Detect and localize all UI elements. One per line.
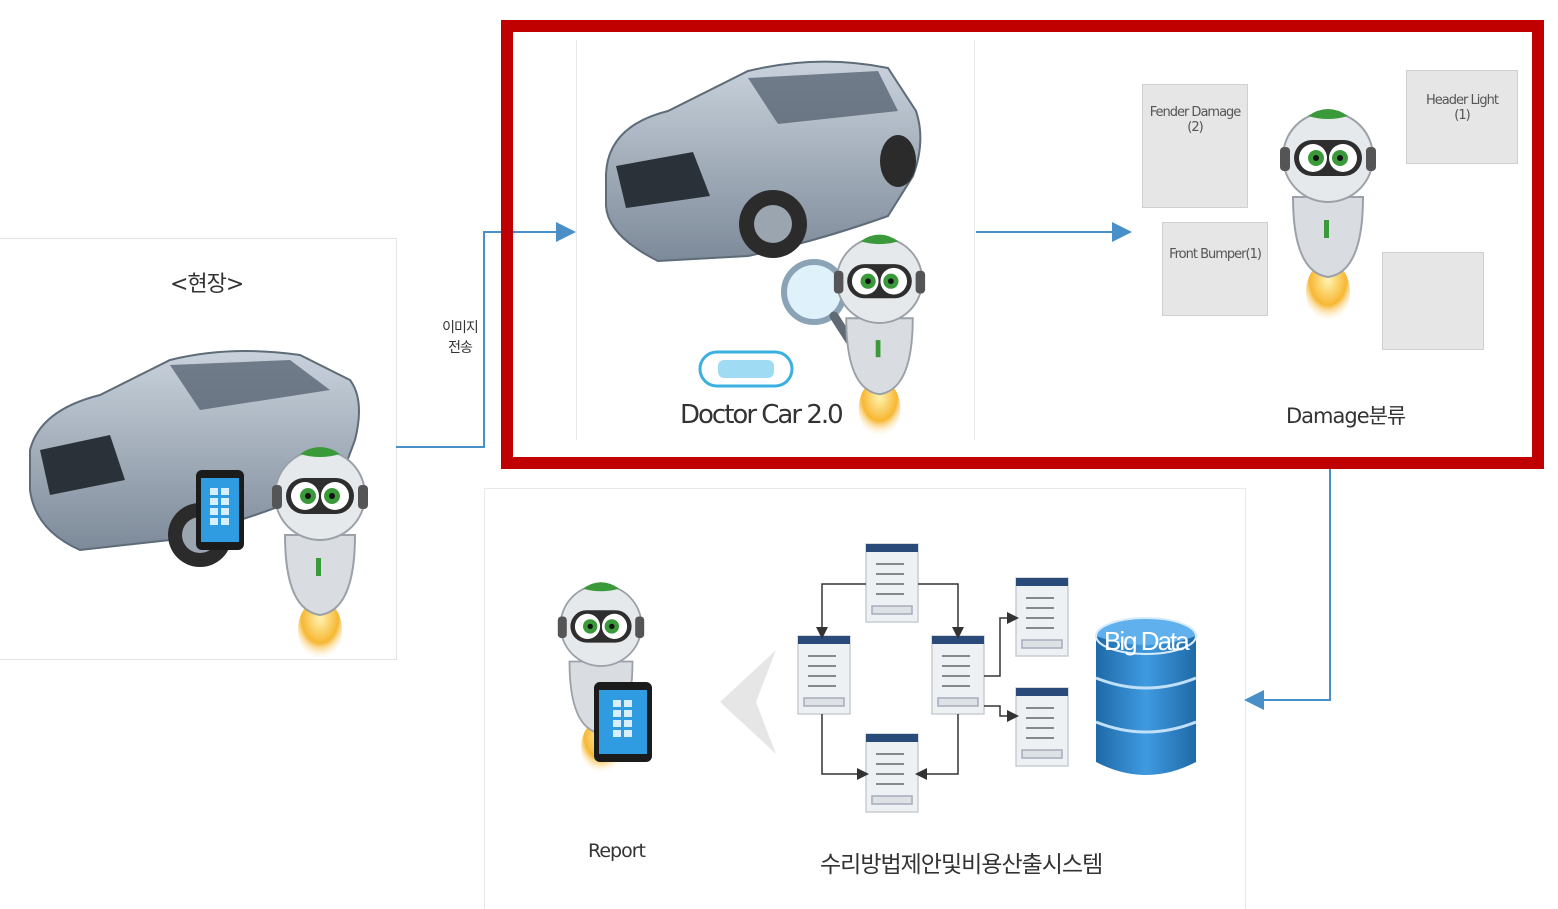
server-icon bbox=[865, 733, 919, 813]
highlight-frame bbox=[501, 20, 1544, 469]
note-line: (1) bbox=[1454, 108, 1470, 123]
server-icon bbox=[797, 635, 851, 715]
robot-doctor bbox=[833, 234, 926, 437]
network-link bbox=[918, 583, 964, 639]
note-line: Header Light bbox=[1426, 93, 1499, 108]
image-send-line: 이미지 bbox=[442, 320, 479, 336]
report-label: Report bbox=[588, 840, 646, 862]
tablet-icon bbox=[196, 470, 244, 550]
robot-classify bbox=[1280, 109, 1376, 322]
network-link bbox=[915, 714, 959, 780]
network-link bbox=[984, 612, 1019, 677]
damage-note-bumper: Front Bumper(1) bbox=[1162, 222, 1268, 316]
note-line: (2) bbox=[1187, 120, 1203, 135]
server-icon bbox=[1015, 577, 1069, 657]
damage-note-headlight: Header Light (1) bbox=[1406, 70, 1518, 164]
server-network bbox=[797, 543, 1069, 813]
flow-arrows bbox=[396, 222, 1331, 710]
damage-note-blank bbox=[1382, 252, 1484, 350]
damaged-car-inspection bbox=[605, 60, 922, 263]
damage-note-fender: Fender Damage (2) bbox=[1142, 84, 1248, 208]
robot-field bbox=[272, 447, 368, 660]
network-link bbox=[984, 705, 1019, 722]
note-line: Fender Damage bbox=[1149, 105, 1242, 120]
network-link bbox=[821, 714, 869, 780]
server-icon bbox=[1015, 687, 1069, 767]
tablet-icon bbox=[594, 682, 652, 762]
damage-classify-label: Damage분류 bbox=[1286, 404, 1406, 428]
server-icon bbox=[931, 635, 985, 715]
server-icon bbox=[865, 543, 919, 623]
to-report-arrow bbox=[720, 650, 776, 754]
repair-system-label: 수리방법제안및비용산출시스템 bbox=[820, 852, 1103, 878]
doctor-car-title: Doctor Car 2.0 bbox=[680, 400, 844, 430]
doctor-car-logo bbox=[698, 350, 794, 388]
big-data-label: Big Data bbox=[1104, 626, 1190, 656]
note-line: Front Bumper(1) bbox=[1169, 247, 1262, 262]
field-label: <현장> bbox=[170, 272, 244, 297]
network-link bbox=[816, 583, 866, 639]
image-send-line: 전송 bbox=[448, 340, 473, 356]
divider bbox=[576, 40, 577, 440]
divider bbox=[974, 40, 975, 440]
big-data-database bbox=[1095, 617, 1197, 775]
image-send-label: 이미지 전송 bbox=[440, 318, 480, 358]
